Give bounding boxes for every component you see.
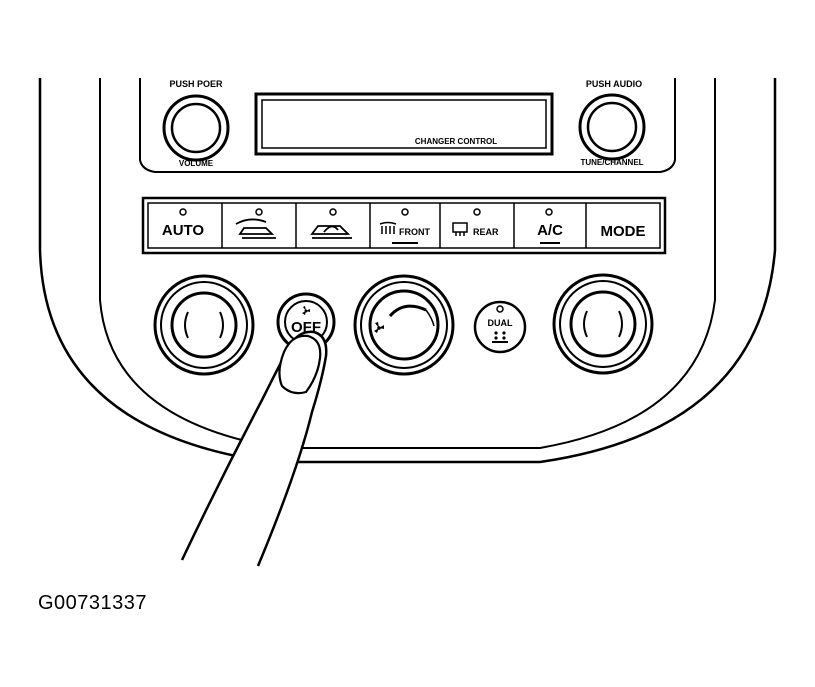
climate-button-strip xyxy=(141,196,667,255)
fingernail xyxy=(278,334,322,395)
rear-defrost-button[interactable]: REAR xyxy=(452,208,499,237)
pressing-finger xyxy=(180,330,328,567)
auto-indicator-led xyxy=(179,208,187,216)
rear-defrost-icon xyxy=(452,222,468,236)
recirculation-car-icon xyxy=(310,225,352,239)
recirculation-button[interactable] xyxy=(310,208,352,239)
power-knob-label: PUSH POER xyxy=(169,79,223,89)
front-defrost-button[interactable]: FRONT xyxy=(379,208,430,244)
front-defrost-icon xyxy=(379,221,397,234)
front-defrost-label: FRONT xyxy=(399,227,430,237)
changer-control-label: CHANGER CONTROL xyxy=(415,137,497,146)
mode-button[interactable]: MODE xyxy=(601,223,646,240)
fan-icon xyxy=(374,322,384,333)
dual-button-label: DUAL xyxy=(488,318,513,328)
ac-button-label: A/C xyxy=(537,222,563,239)
driver-temperature-knob[interactable] xyxy=(153,274,255,376)
figure-id: G00731337 xyxy=(38,592,148,614)
mode-button-label: MODE xyxy=(601,223,646,240)
volume-knob-label: VOLUME xyxy=(179,159,214,168)
passenger-temperature-knob[interactable] xyxy=(552,273,654,375)
dual-button[interactable]: DUAL xyxy=(473,300,527,354)
volume-knob[interactable] xyxy=(162,94,230,162)
fresh-air-car-icon xyxy=(235,218,276,239)
radio-display xyxy=(254,92,554,156)
auto-button-label: AUTO xyxy=(162,222,205,239)
fan-off-fan-icon xyxy=(302,306,310,315)
tune-knob-label: TUNE/CHANNEL xyxy=(580,158,643,167)
radio-unit-outline xyxy=(139,78,676,173)
rear-defrost-label: REAR xyxy=(473,227,499,237)
dual-indicator-led xyxy=(496,305,504,313)
tune-knob[interactable] xyxy=(578,93,646,161)
audio-knob-label: PUSH AUDIO xyxy=(586,79,642,89)
ac-button[interactable]: A/C xyxy=(537,208,563,244)
dual-zone-icon xyxy=(492,331,508,343)
fan-speed-knob[interactable] xyxy=(353,274,455,376)
console-inner-bezel xyxy=(99,78,716,449)
fresh-air-button[interactable] xyxy=(235,208,276,239)
console-outer-bezel xyxy=(38,78,777,464)
auto-button[interactable]: AUTO xyxy=(162,208,205,239)
